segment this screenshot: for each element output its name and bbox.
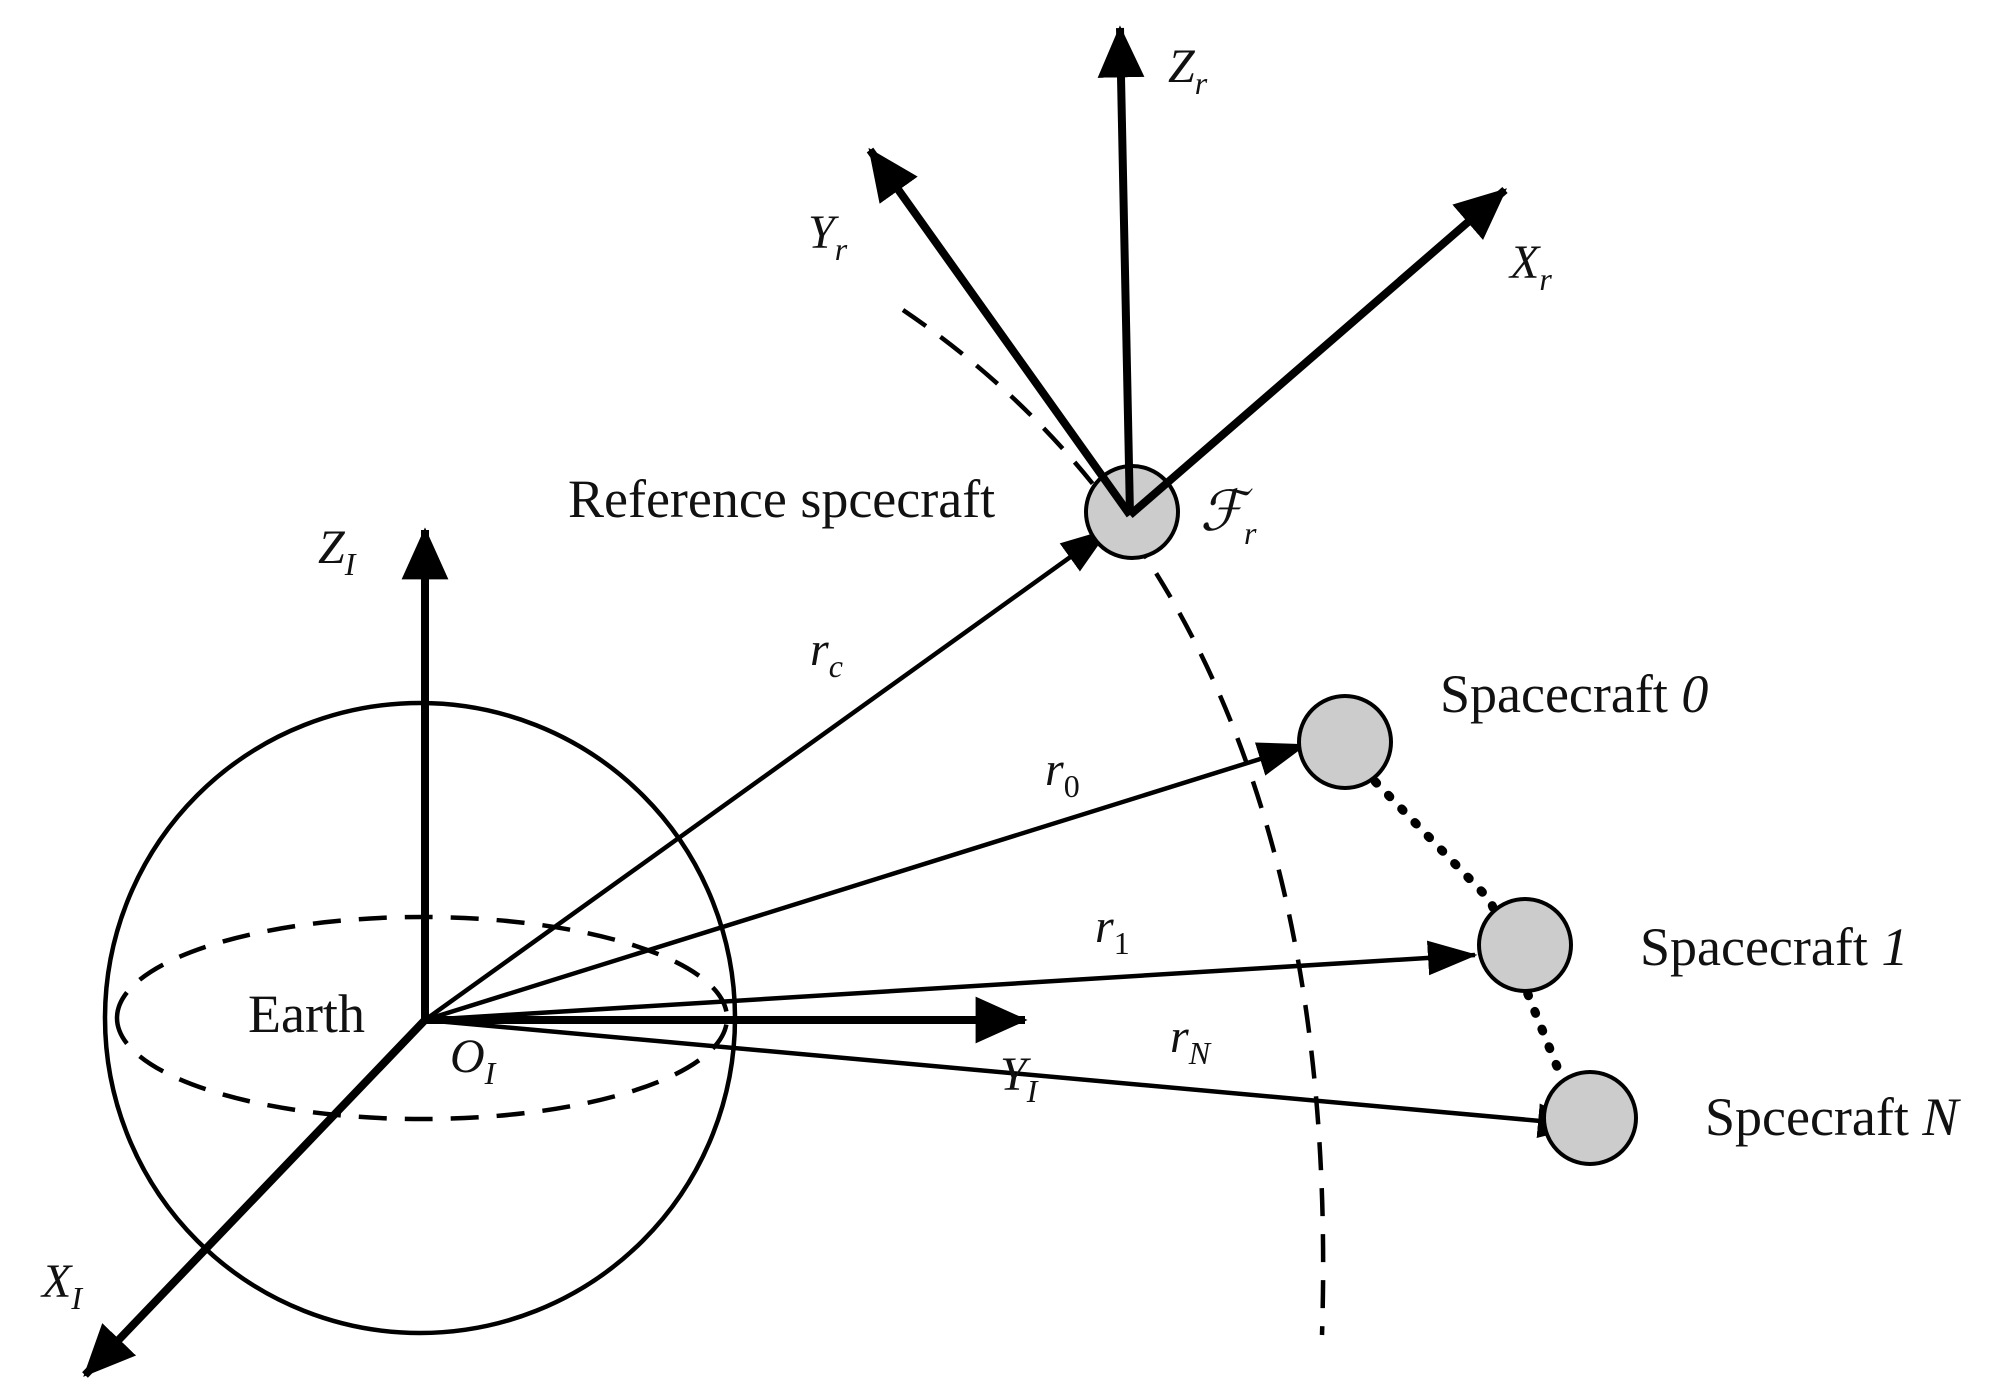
rc-sub: c — [829, 648, 843, 684]
rc-label: rc — [810, 623, 843, 684]
y-inertial-sub: I — [1026, 1073, 1039, 1109]
z-inertial-label: ZI — [318, 521, 357, 582]
r1-vector — [424, 940, 1478, 1023]
x-inertial-axis — [82, 1017, 428, 1378]
rc-vector — [423, 528, 1111, 1022]
spacecraft-1-index: 1 — [1881, 917, 1908, 977]
position-vectors — [423, 528, 1588, 1139]
z-reference-sub: r — [1195, 65, 1208, 101]
spacecraft-0-name: Spacecraft — [1440, 664, 1681, 724]
x-inertial-sub: I — [70, 1280, 83, 1316]
reference-frame-label: ℱr — [1200, 481, 1257, 551]
y-reference-sub: r — [835, 231, 848, 267]
y-inertial-base: Y — [1000, 1048, 1031, 1101]
y-inertial-label: YI — [1000, 1048, 1039, 1109]
origin-sub: I — [484, 1055, 497, 1091]
rN-base: r — [1170, 1010, 1189, 1063]
inertial-frame — [82, 527, 1028, 1378]
z-reference-axis — [1097, 25, 1145, 516]
spacecraft-bodies — [1084, 464, 1638, 1166]
x-inertial-base: X — [40, 1255, 73, 1308]
rN-vector — [424, 1017, 1588, 1139]
rN-sub: N — [1188, 1035, 1212, 1071]
y-reference-base: Y — [808, 206, 839, 259]
reference-spacecraft-label: Reference spcecraft — [568, 469, 995, 529]
frame-subscript: r — [1244, 515, 1257, 551]
z-reference-label: Zr — [1168, 40, 1208, 101]
spacecraft-n-name: Spcecraft — [1705, 1087, 1922, 1147]
r1-sub: 1 — [1114, 925, 1130, 961]
r1-label: r1 — [1095, 900, 1130, 961]
earth-equator-front — [114, 1017, 730, 1122]
z-inertial-sub: I — [344, 546, 357, 582]
spacecraft-1-body — [1477, 897, 1573, 993]
x-reference-sub: r — [1539, 261, 1552, 297]
z-reference-base: Z — [1168, 40, 1196, 93]
spacecraft-0-body — [1297, 694, 1393, 790]
spacecraft-1-label: Spacecraft 1 — [1640, 917, 1908, 977]
spacecraft-0-index: 0 — [1681, 664, 1708, 724]
reference-frame — [866, 25, 1508, 519]
earth-label: Earth — [248, 984, 365, 1044]
y-reference-label: Yr — [808, 206, 848, 267]
r0-vector — [424, 742, 1308, 1023]
z-inertial-base: Z — [318, 521, 346, 574]
origin-base: O — [450, 1030, 485, 1083]
r0-label: r0 — [1045, 743, 1080, 804]
r1-base: r — [1095, 900, 1114, 953]
rc-base: r — [810, 623, 829, 676]
x-reference-axis — [1127, 186, 1508, 519]
reference-orbit-arc — [901, 308, 1326, 1336]
spacecraft-n-label: Spcecraft N — [1705, 1087, 1961, 1147]
x-reference-base: X — [1508, 236, 1541, 289]
origin-label: OI — [450, 1030, 497, 1091]
rN-label: rN — [1170, 1010, 1212, 1071]
r0-sub: 0 — [1064, 768, 1080, 804]
spacecraft-n-index: N — [1921, 1087, 1961, 1147]
spacecraft-n-body — [1542, 1070, 1638, 1166]
formation-link — [1357, 763, 1565, 1079]
x-reference-label: Xr — [1508, 236, 1552, 297]
x-inertial-label: XI — [40, 1255, 83, 1316]
y-reference-axis — [866, 147, 1134, 518]
r0-base: r — [1045, 743, 1064, 796]
spacecraft-0-label: Spacecraft 0 — [1440, 664, 1708, 724]
spacecraft-1-name: Spacecraft — [1640, 917, 1881, 977]
